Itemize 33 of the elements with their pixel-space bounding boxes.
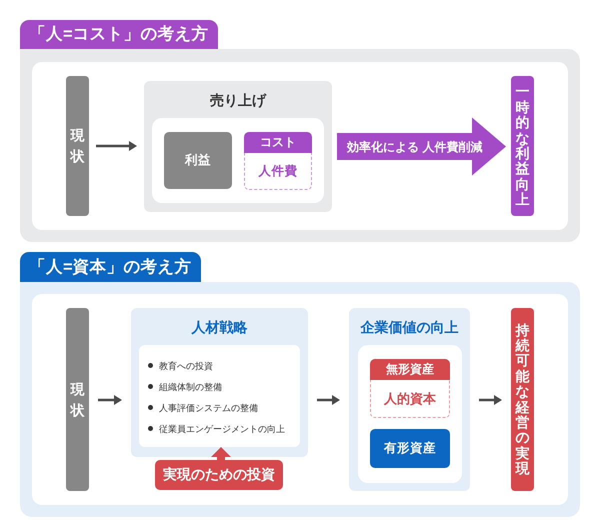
label-block: 有形資産 [370,429,450,468]
group-title: 売り上げ [210,92,266,109]
vertical-label-bar: 現状 [66,76,89,216]
arrow [479,395,502,405]
vertical-label-bar: 一時的な利益向上 [511,76,534,216]
vertical-label-bar: 現状 [66,308,89,491]
edge-label: 効率化による 人件費削減 [346,138,484,154]
arrow [96,141,137,151]
group-panel [131,308,308,457]
list-item: 教育への投資 [159,360,213,372]
list-item: 組織体制の整備 [159,380,222,392]
group-title: 企業価値の向上 [360,319,458,336]
split-card [244,132,312,190]
group-panel [144,81,332,212]
list-item: 人事評価システムの整備 [159,402,258,414]
card-text: 人件費 [258,162,298,180]
split-card [370,359,450,418]
label-block: 実現のための投資 [155,460,283,490]
list-item: 従業員エンゲージメントの向上 [159,422,285,434]
arrow [98,395,122,405]
block-arrow [211,447,231,460]
group-title: 人材戦略 [192,319,248,336]
vertical-label-bar: 持続可能な経営の実現 [511,308,534,491]
card-text: 人的資本 [384,390,436,408]
list-panel [139,345,300,447]
card-header: コスト [244,132,312,153]
label-block: 利益 [164,132,232,189]
group-panel [349,308,470,491]
section-tab: 「人=資本」の考え方 [20,252,201,282]
section-tab: 「人=コスト」の考え方 [20,20,218,49]
card-header: 無形資産 [370,359,450,380]
arrow [317,395,340,405]
block-arrow [337,118,506,176]
